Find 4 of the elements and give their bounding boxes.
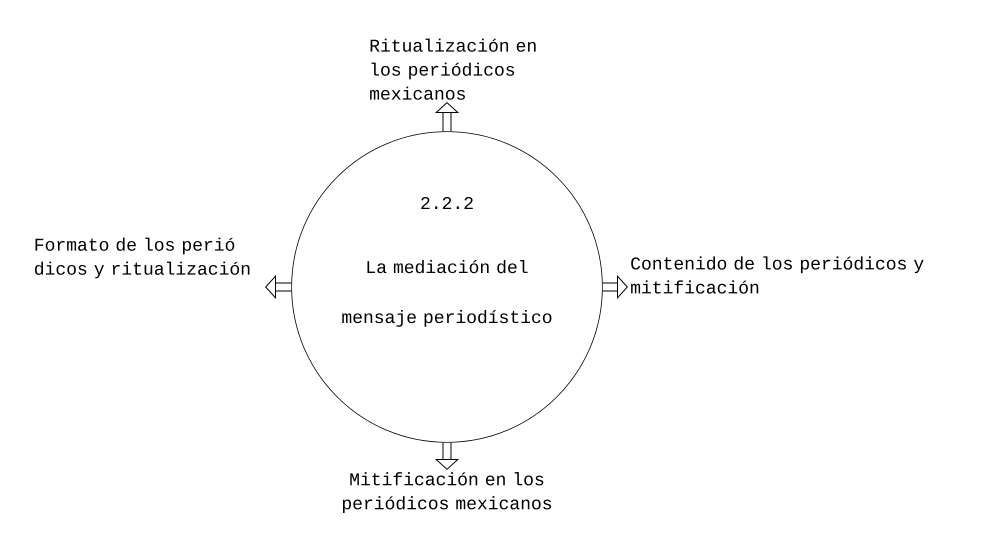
text-label: Mitificación en los periódicos mexicanos	[342, 472, 552, 513]
text-label: Ritualización en los periódicos mexicanos	[370, 38, 536, 100]
text-label: Formato de los perió dicos y ritualización	[35, 238, 250, 278]
text-label: Contenido de los periódicos y mitificación	[631, 256, 924, 294]
